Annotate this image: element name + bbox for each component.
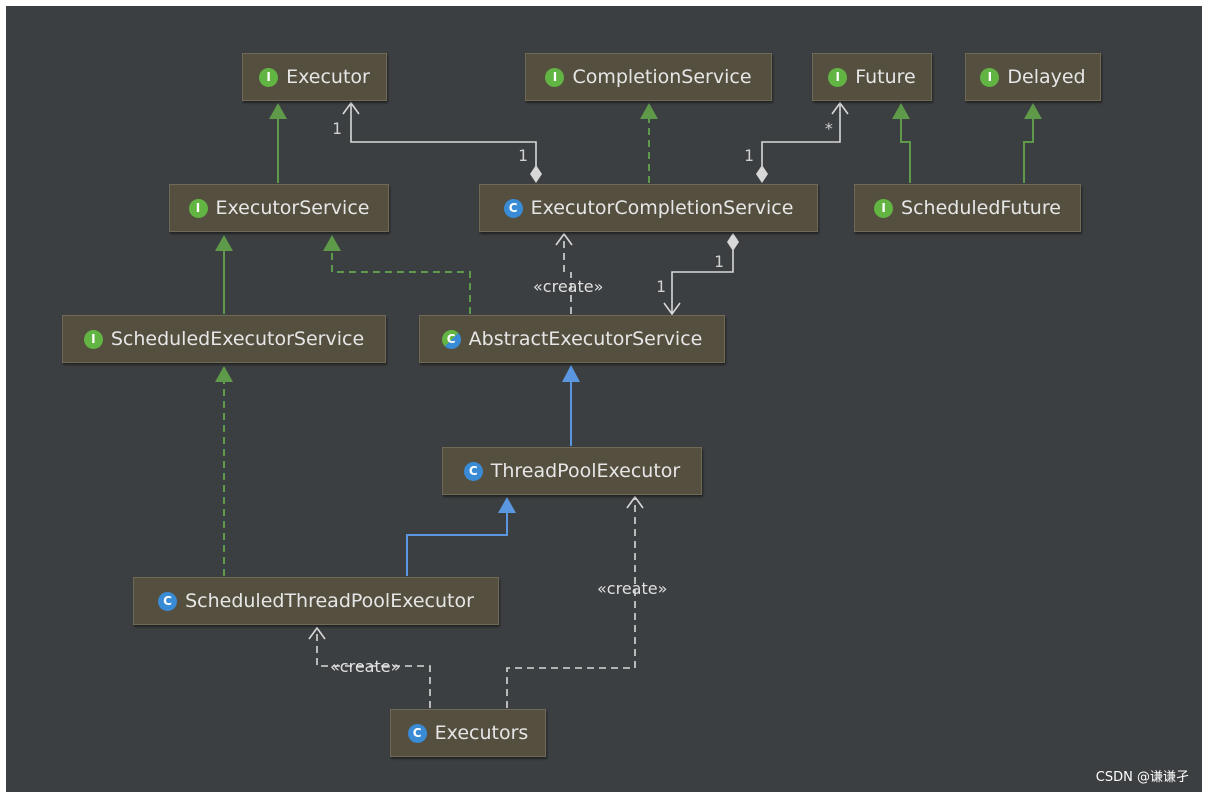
class-icon: C xyxy=(158,591,178,611)
node-label: AbstractExecutorService xyxy=(468,328,703,350)
node-label: ScheduledFuture xyxy=(901,197,1061,219)
edge-stpe-implements-ses xyxy=(215,366,233,576)
edge-tpe-extends-aes xyxy=(562,365,580,446)
node-label: CompletionService xyxy=(572,66,752,88)
create-label-aes-ecs: «create» xyxy=(533,277,604,296)
multiplicity-future-end: * xyxy=(824,119,834,138)
node-label: Executors xyxy=(434,722,529,744)
node-executor[interactable]: I Executor xyxy=(242,53,387,101)
edge-ecs-aggregates-future xyxy=(756,101,849,183)
diagram-canvas xyxy=(6,6,1202,792)
node-delayed[interactable]: I Delayed xyxy=(965,53,1101,101)
node-label: ExecutorService xyxy=(215,197,370,219)
node-executors[interactable]: C Executors xyxy=(390,709,546,757)
abstract-class-icon: C xyxy=(441,329,461,349)
edge-executors-creates-stpe xyxy=(308,626,431,708)
edge-ses-extends-executorservice xyxy=(215,235,233,314)
create-label-executors-tpe: «create» xyxy=(597,579,668,598)
node-executor-service[interactable]: I ExecutorService xyxy=(169,184,389,232)
edge-aes-creates-ecs xyxy=(555,232,573,314)
edge-scheduledfuture-extends-future xyxy=(892,103,911,183)
node-scheduled-future[interactable]: I ScheduledFuture xyxy=(854,184,1081,232)
node-label: Delayed xyxy=(1007,66,1086,88)
edge-ecs-aggregates-aes xyxy=(663,233,739,316)
interface-icon: I xyxy=(545,67,565,87)
multiplicity-ecs-executor-end: 1 xyxy=(518,146,528,165)
node-label: ScheduledThreadPoolExecutor xyxy=(185,590,474,612)
class-icon: C xyxy=(407,723,427,743)
edge-ecs-implements-completionservice xyxy=(640,103,658,183)
edge-stpe-extends-tpe xyxy=(406,497,516,576)
multiplicity-ecs-future-end: 1 xyxy=(744,146,754,165)
edge-scheduledfuture-extends-delayed xyxy=(1023,103,1042,183)
class-icon: C xyxy=(503,198,523,218)
node-completion-service[interactable]: I CompletionService xyxy=(525,53,772,101)
node-label: ExecutorCompletionService xyxy=(530,197,794,219)
create-label-executors-stpe: «create» xyxy=(330,657,401,676)
edge-executors-creates-tpe xyxy=(506,495,644,708)
edge-ecs-aggregates-executor xyxy=(342,101,542,183)
node-scheduled-executor-service[interactable]: I ScheduledExecutorService xyxy=(62,315,386,363)
interface-icon: I xyxy=(83,329,103,349)
node-thread-pool-executor[interactable]: C ThreadPoolExecutor xyxy=(442,447,702,495)
interface-icon: I xyxy=(980,67,1000,87)
node-abstract-executor-service[interactable]: C AbstractExecutorService xyxy=(419,315,725,363)
multiplicity-aes-end: 1 xyxy=(656,277,666,296)
node-label: Future xyxy=(855,66,916,88)
class-icon: C xyxy=(463,461,483,481)
multiplicity-ecs-aes-end: 1 xyxy=(714,252,724,271)
node-executor-completion-service[interactable]: C ExecutorCompletionService xyxy=(479,184,818,232)
edge-executorservice-extends-executor xyxy=(269,103,287,183)
interface-icon: I xyxy=(874,198,894,218)
node-label: ScheduledExecutorService xyxy=(110,328,365,350)
edge-aes-implements-executorservice xyxy=(323,235,471,314)
watermark: CSDN @谦谦孑 xyxy=(1095,770,1189,785)
node-label: Executor xyxy=(286,66,370,88)
interface-icon: I xyxy=(188,198,208,218)
node-future[interactable]: I Future xyxy=(812,53,932,101)
node-scheduled-thread-pool-executor[interactable]: C ScheduledThreadPoolExecutor xyxy=(133,577,499,625)
interface-icon: I xyxy=(828,67,848,87)
interface-icon: I xyxy=(259,67,279,87)
multiplicity-executor-end: 1 xyxy=(332,119,342,138)
node-label: ThreadPoolExecutor xyxy=(490,460,681,482)
